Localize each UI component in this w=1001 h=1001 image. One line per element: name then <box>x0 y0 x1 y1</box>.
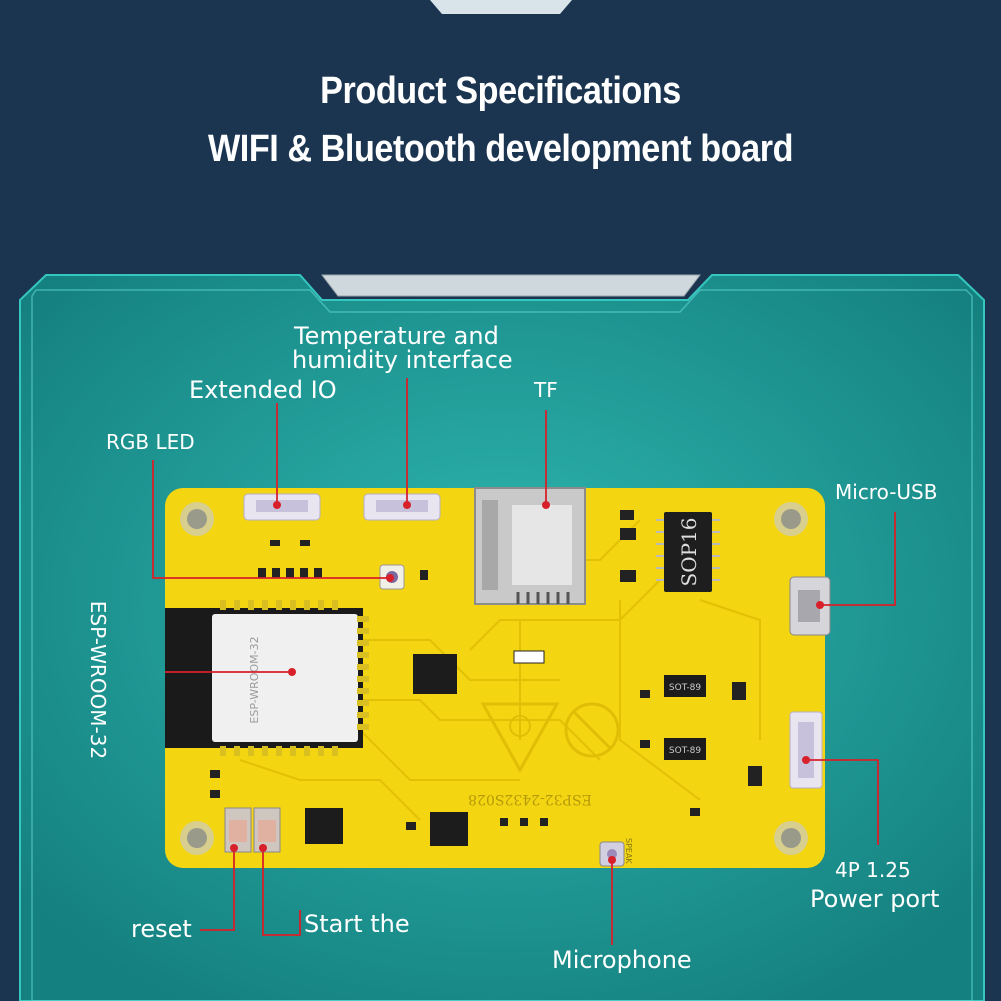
board-model-marking: ESP32-2432S028 <box>468 791 592 807</box>
speak-marking: SPEAK <box>624 838 633 864</box>
power-port-label-line-1: 4P 1.25 <box>835 858 911 882</box>
leader-lines <box>152 378 896 945</box>
micro-usb-label: Micro-USB <box>835 480 938 504</box>
esp-wroom-32-module: ESP-WROOM-32 <box>165 600 369 756</box>
start-label: Start the <box>304 910 410 938</box>
reset-button <box>224 807 252 853</box>
recycle-warning-symbol <box>480 702 560 774</box>
extended-io-connector <box>243 493 321 521</box>
sot-89-chip-a: SOT-89 <box>664 675 706 697</box>
module-marking: ESP-WROOM-32 <box>248 636 261 723</box>
micro-usb-port <box>789 576 831 636</box>
sop16-marking: SOP16 <box>677 517 701 586</box>
temperature-connector <box>363 493 441 521</box>
extended-io-label: Extended IO <box>189 376 337 404</box>
power-port-connector <box>789 711 823 789</box>
svg-text:SOT-89: SOT-89 <box>669 683 701 693</box>
temperature-label-line-1: Temperature and <box>294 322 499 350</box>
no-pb-symbol <box>564 702 620 758</box>
mounting-holes <box>180 502 808 855</box>
left-ic-chip <box>305 808 343 844</box>
main-ic-chip <box>413 654 457 694</box>
start-button <box>253 807 281 853</box>
sot-89-chip-b: SOT-89 <box>664 738 706 760</box>
temperature-label-line-2: humidity interface <box>292 346 513 374</box>
pcb-board <box>165 488 825 868</box>
tf-label: TF <box>534 378 558 402</box>
svg-text:SOT-89: SOT-89 <box>669 746 701 756</box>
microphone-label: Microphone <box>552 946 692 974</box>
lower-ic-chip <box>430 812 468 846</box>
smd-resistor <box>513 650 545 664</box>
sop16-chip: SOP16 <box>656 512 720 592</box>
top-tab-shape <box>430 0 572 14</box>
rgb-led-label: RGB LED <box>106 430 195 454</box>
heading-line-2: WIFI & Bluetooth development board <box>207 128 794 170</box>
power-port-label-line-2: Power port <box>810 885 940 913</box>
heading-line-1: Product Specifications <box>320 70 681 112</box>
esp-module-label: ESP-WROOM-32 <box>86 600 110 760</box>
reset-label: reset <box>131 915 192 943</box>
tf-card-slot <box>474 487 586 605</box>
microphone-component <box>599 841 625 867</box>
